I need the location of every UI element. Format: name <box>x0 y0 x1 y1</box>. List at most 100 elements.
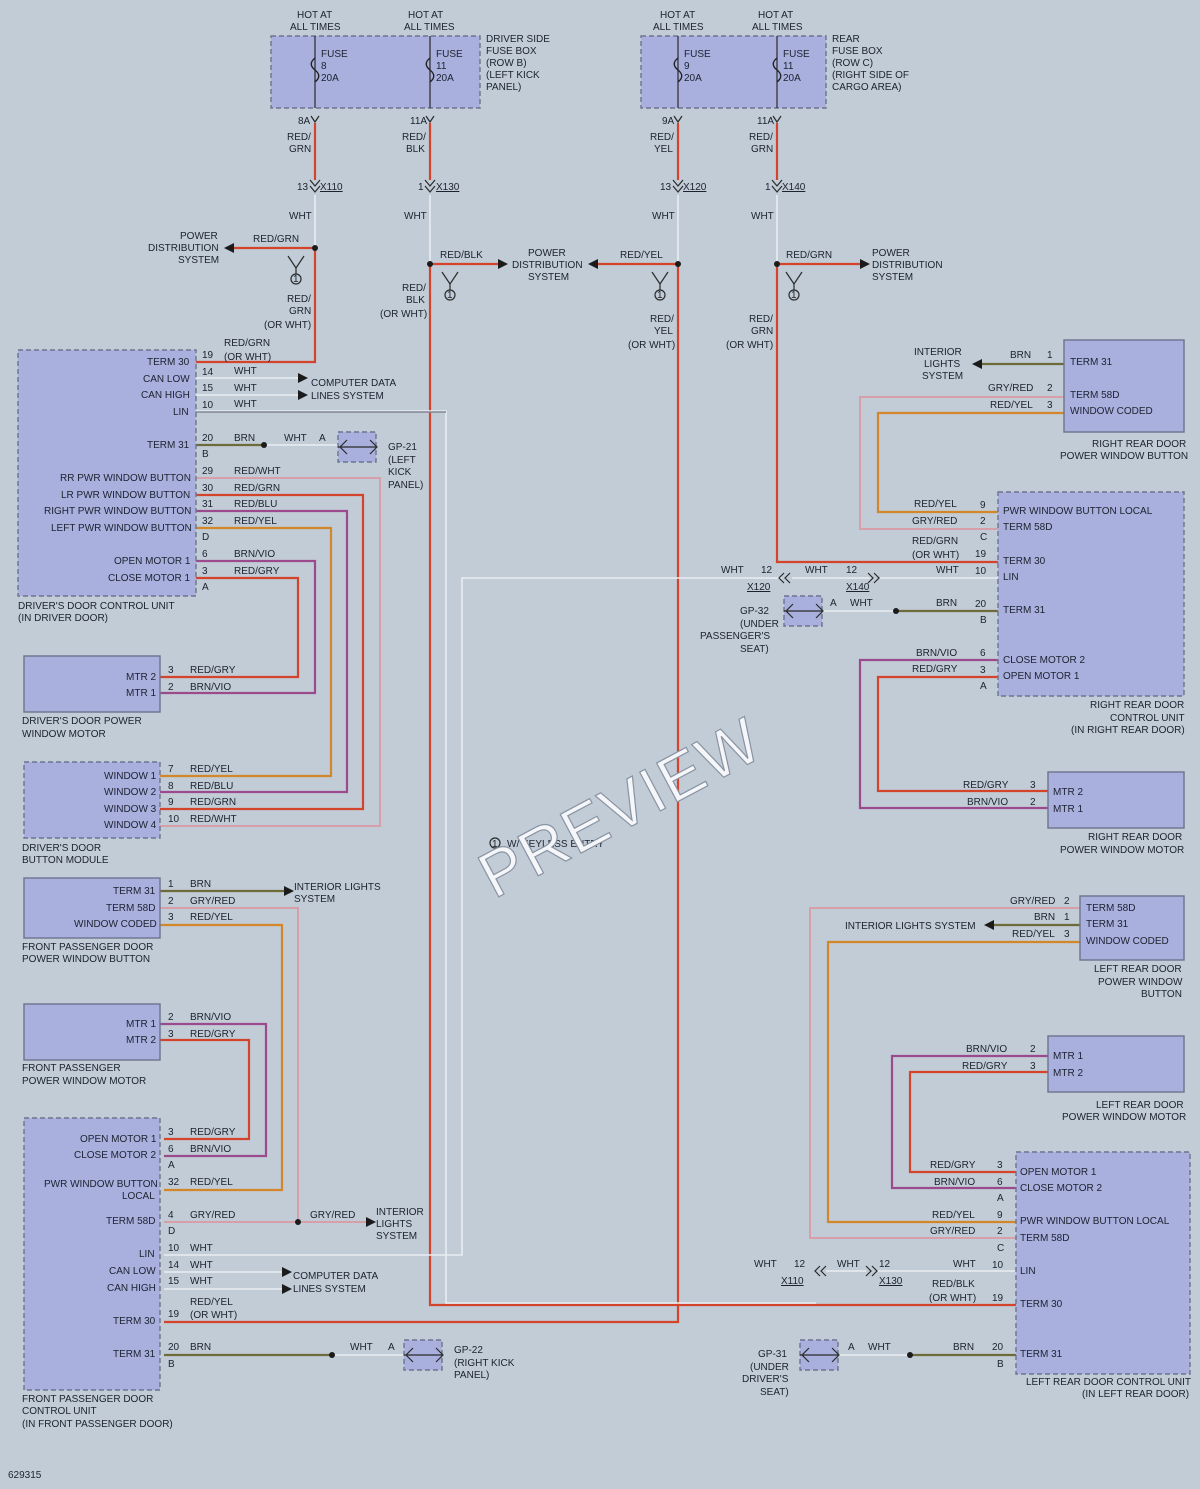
pin-number: 3 <box>168 665 174 676</box>
system-label: LINES SYSTEM <box>293 1284 366 1295</box>
connector-letter: D <box>168 1226 175 1237</box>
pin-number: 9 <box>168 797 174 808</box>
component-caption: RIGHT REAR DOOR <box>1088 832 1182 843</box>
wire-color: RED/YEL <box>932 1210 975 1221</box>
connector-letter: A <box>202 582 209 593</box>
wire-color: BRN/VIO <box>934 1177 975 1188</box>
computer-data-label-driver: COMPUTER DATA LINES SYSTEM <box>311 378 397 402</box>
conn-pin: 12 <box>761 565 773 576</box>
wire-color: WHT <box>289 211 312 222</box>
front-passenger-window-motor: MTR 1 MTR 2 2 3 BRN/VIO RED/GRY FRONT PA… <box>22 1003 236 1087</box>
pin-label: TERM 31 <box>113 1349 156 1360</box>
wire-color: RED/GRY <box>962 1061 1008 1072</box>
option-num-4: 1 <box>791 290 797 301</box>
wire-color: BRN/VIO <box>234 549 275 560</box>
component-caption: CONTROL UNIT <box>1110 713 1185 724</box>
wire-color: (OR WHT) <box>628 340 675 351</box>
wire-color: BRN <box>1034 912 1055 923</box>
pin-number: 2 <box>980 516 986 527</box>
wire-color: RED/BLK <box>440 250 483 261</box>
wire-color: (OR WHT) <box>224 352 271 363</box>
pin-number: 32 <box>168 1177 180 1188</box>
pin-number: 10 <box>975 566 987 577</box>
fuse-box-driver-line: DRIVER SIDE <box>486 34 550 45</box>
connector-letter: A <box>997 1193 1004 1204</box>
driver-door-control-unit: TERM 30 CAN LOW CAN HIGH LIN TERM 31 RR … <box>17 338 281 624</box>
pin-label: CLOSE MOTOR 1 <box>108 573 190 584</box>
fuse-pin: 11A <box>410 116 427 127</box>
wire-color: WHT <box>868 1342 891 1353</box>
connector-id: X140 <box>846 582 870 593</box>
connector-id: X140 <box>782 182 806 193</box>
wire-color: WHT <box>754 1259 777 1270</box>
pin-label: CAN HIGH <box>107 1283 156 1294</box>
pin-label: MTR 1 <box>126 688 156 699</box>
pin-number: 3 <box>980 665 986 676</box>
pin-number: 29 <box>202 466 214 477</box>
pin-label: LEFT PWR WINDOW BUTTON <box>51 523 192 534</box>
pin-label: LOCAL <box>122 1191 155 1202</box>
wire-color: WHT <box>850 598 873 609</box>
pin-number: 19 <box>975 549 987 560</box>
pin-label: WINDOW CODED <box>1070 406 1153 417</box>
wire-color: WHT <box>234 366 257 377</box>
wire-color: YEL <box>654 326 673 337</box>
right-rear-control-unit: PWR WINDOW BUTTON LOCAL TERM 58D TERM 30… <box>721 491 1185 736</box>
front-passenger-window-button: TERM 31 TERM 58D WINDOW CODED 1 2 3 BRN … <box>22 877 235 965</box>
wire-color: WHT <box>936 565 959 576</box>
pin-label: LIN <box>173 407 189 418</box>
ground-label: DRIVER'S <box>742 1374 789 1385</box>
pin-label: TERM 31 <box>1020 1349 1063 1360</box>
pin-number: 9 <box>980 500 986 511</box>
component-caption: POWER WINDOW <box>1098 977 1183 988</box>
component-caption: POWER WINDOW BUTTON <box>22 954 150 965</box>
wire-color: RED/ <box>402 283 426 294</box>
pin-number: A <box>848 1342 855 1353</box>
wire-color: (OR WHT) <box>190 1310 237 1321</box>
pin-label: TERM 58D <box>1003 522 1052 533</box>
wire-color: BRN/VIO <box>967 797 1008 808</box>
connector-letter: C <box>980 532 987 543</box>
component-caption: FRONT PASSENGER DOOR <box>22 1394 153 1405</box>
wire-color: WHT <box>284 433 307 444</box>
component-caption: LEFT REAR DOOR <box>1096 1100 1184 1111</box>
pin-label: WINDOW CODED <box>74 919 157 930</box>
pin-label: TERM 58D <box>1020 1233 1069 1244</box>
fuse-number-4: 11 <box>783 61 794 72</box>
pin-label: TERM 30 <box>1020 1299 1063 1310</box>
left-rear-window-motor: MTR 1 MTR 2 2 3 BRN/VIO RED/GRY LEFT REA… <box>962 1035 1186 1123</box>
left-rear-window-button: TERM 58D TERM 31 WINDOW CODED 2 1 3 GRY/… <box>845 895 1185 1000</box>
pin-label: TERM 31 <box>1086 919 1129 930</box>
system-label: LIGHTS <box>924 359 960 370</box>
conn-pin: 12 <box>846 565 858 576</box>
pin-number: 3 <box>202 566 208 577</box>
pin-number: 2 <box>1047 383 1053 394</box>
component-caption: POWER WINDOW MOTOR <box>1062 1112 1186 1123</box>
wire-color: BRN/VIO <box>190 682 231 693</box>
pin-number: 6 <box>980 648 986 659</box>
fuse-amp-4: 20A <box>783 73 801 84</box>
ground-label: PANEL) <box>454 1370 489 1381</box>
wire-color: RED/GRN <box>234 483 280 494</box>
wire-color: BRN <box>190 879 211 890</box>
connector-letter: B <box>168 1359 175 1370</box>
connector-id: X110 <box>320 182 343 193</box>
fuse-pin: 11A <box>757 116 774 127</box>
system-label: COMPUTER DATA <box>293 1271 379 1282</box>
power-dist-label: POWER <box>528 248 566 259</box>
connector-letter: B <box>980 615 987 626</box>
wire-color: RED/GRY <box>190 1029 236 1040</box>
system-label: SYSTEM <box>294 894 335 905</box>
power-dist-label: SYSTEM <box>178 255 219 266</box>
fuse-word-3: FUSE <box>684 49 711 60</box>
wire-color: RED/GRY <box>912 664 958 675</box>
ground-point-gp21: WHT A GP-21 (LEFT KICK PANEL) <box>284 431 423 491</box>
fuse-box-driver-line: (LEFT KICK <box>486 70 540 81</box>
pin-label: LIN <box>1003 572 1019 583</box>
pin-number: 19 <box>168 1309 180 1320</box>
pin-label: CLOSE MOTOR 2 <box>1020 1183 1102 1194</box>
hot-label-2: HOT AT <box>408 10 443 21</box>
wire-color: WHT <box>404 211 427 222</box>
wire-color: RED/WHT <box>234 466 281 477</box>
connector-letter: A <box>980 681 987 692</box>
